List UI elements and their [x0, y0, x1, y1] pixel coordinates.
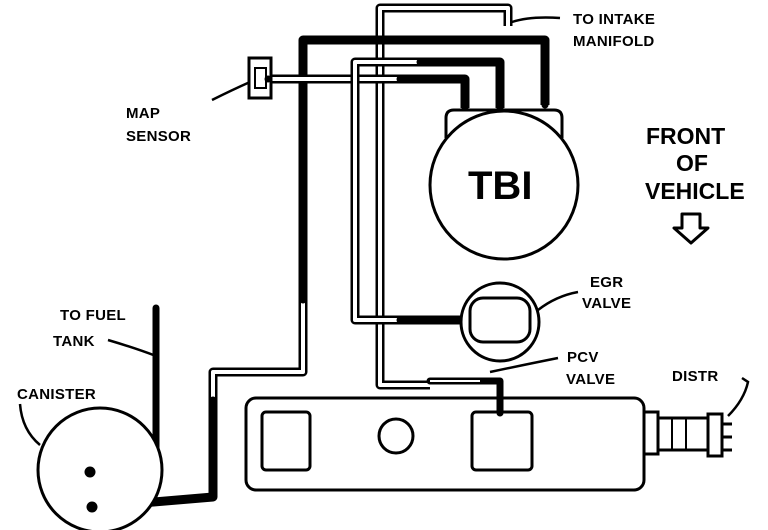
pcv-label-line1: PCV: [567, 349, 599, 366]
fuel-label-line1: TO FUEL: [60, 307, 126, 324]
map-sensor: [247, 56, 273, 100]
egr-valve: [459, 281, 541, 363]
intake-label-line1: TO INTAKE: [573, 11, 655, 28]
egr-label-line2: VALVE: [582, 295, 631, 312]
map-label-line1: MAP: [126, 105, 160, 122]
egr-leader-line: [537, 290, 579, 311]
pcv-label-line2: VALVE: [566, 371, 615, 388]
fuel-label-line2: TANK: [53, 333, 95, 350]
front-label-line2: OF: [676, 150, 708, 176]
distributor: [642, 410, 732, 458]
pcv-valve-hose: [426, 377, 504, 417]
tbi-unit: [428, 108, 580, 261]
intake-manifold-hose: [375, 3, 513, 390]
down-arrow-icon: [672, 212, 710, 245]
map-sensor-hose: [270, 74, 470, 112]
intake-leader-line: [511, 16, 561, 24]
intake-label-line2: MANIFOLD: [573, 33, 655, 50]
front-label-line3: VEHICLE: [645, 178, 745, 204]
canister-leader-line: [18, 403, 41, 446]
pcv-leader-line: [489, 356, 559, 374]
egr-valve-hose: [350, 57, 505, 325]
egr-label-line1: EGR: [590, 274, 623, 291]
tbi-label: TBI: [468, 164, 532, 208]
canister-label: CANISTER: [17, 386, 96, 403]
fuel-leader-line: [107, 338, 157, 358]
distr-leader-line: [727, 376, 750, 417]
distr-label: DISTR: [672, 368, 719, 385]
intake-manifold-block: [244, 396, 646, 492]
map-label-line2: SENSOR: [126, 128, 191, 145]
canister: [36, 406, 164, 530]
map-leader-line: [211, 80, 251, 102]
front-label-line1: FRONT: [646, 123, 725, 149]
